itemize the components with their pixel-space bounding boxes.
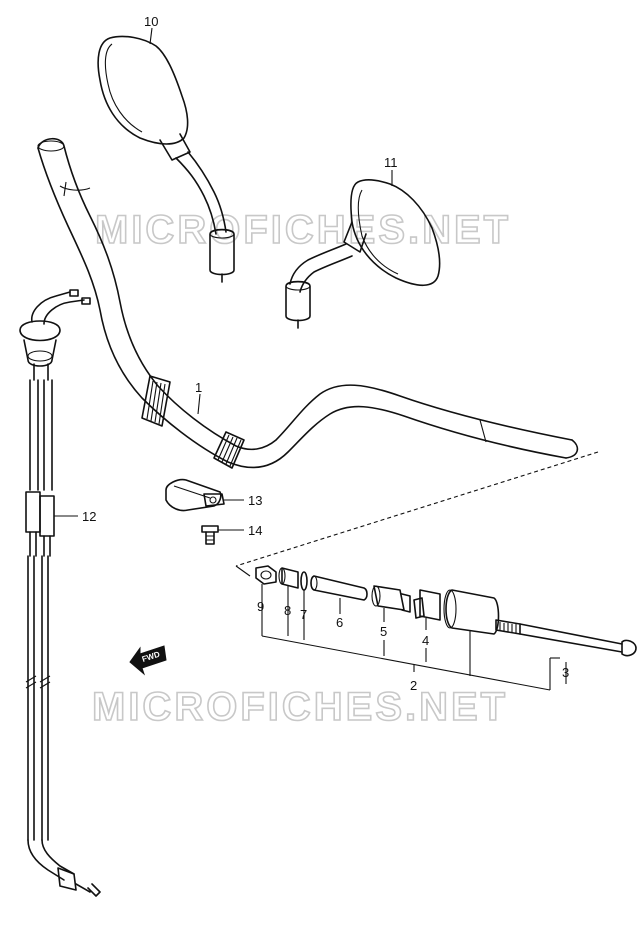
mirror-right[interactable] [285,179,441,329]
callout-9: 9 [257,599,264,614]
callout-13: 13 [248,493,262,508]
part-nut[interactable] [255,565,277,585]
bolt-clamp[interactable] [201,525,219,545]
callout-8: 8 [284,603,291,618]
handlebar[interactable] [37,137,579,469]
callout-5: 5 [380,624,387,639]
bracket-clamp[interactable] [165,478,225,512]
forward-arrow-icon: FWD [129,645,167,676]
part-screw[interactable] [495,619,637,657]
callout-14: 14 [248,523,262,538]
part-collar[interactable] [278,567,299,589]
callout-3: 3 [562,665,569,680]
callout-7: 7 [300,607,307,622]
reference-corner [235,565,251,577]
watermark-bottom: MICROFICHES.NET [92,685,508,729]
part-washer[interactable] [300,571,308,591]
callout-4: 4 [422,633,429,648]
reference-dash-line [235,451,599,567]
throttle-cable[interactable] [19,289,101,897]
mirror-left[interactable] [97,35,235,283]
part-sleeve[interactable] [310,575,368,601]
callout-11: 11 [384,155,398,170]
callout-labels: 10 11 1 13 14 12 9 8 7 6 5 4 2 3 [82,14,569,693]
callout-10: 10 [144,14,158,29]
callout-2: 2 [410,678,417,693]
handlebar-clamp-band-lower [213,431,245,469]
callout-6: 6 [336,615,343,630]
part-rubber[interactable] [371,585,411,613]
leader-lines [54,27,567,691]
watermark-top: MICROFICHES.NET [95,208,511,252]
handlebar-clamp-band-upper [141,375,171,427]
part-balancer-weight[interactable] [443,589,500,635]
part-spacer[interactable] [413,589,441,621]
callout-1: 1 [195,380,202,395]
callout-12: 12 [82,509,96,524]
weight-assembly[interactable] [255,565,637,657]
